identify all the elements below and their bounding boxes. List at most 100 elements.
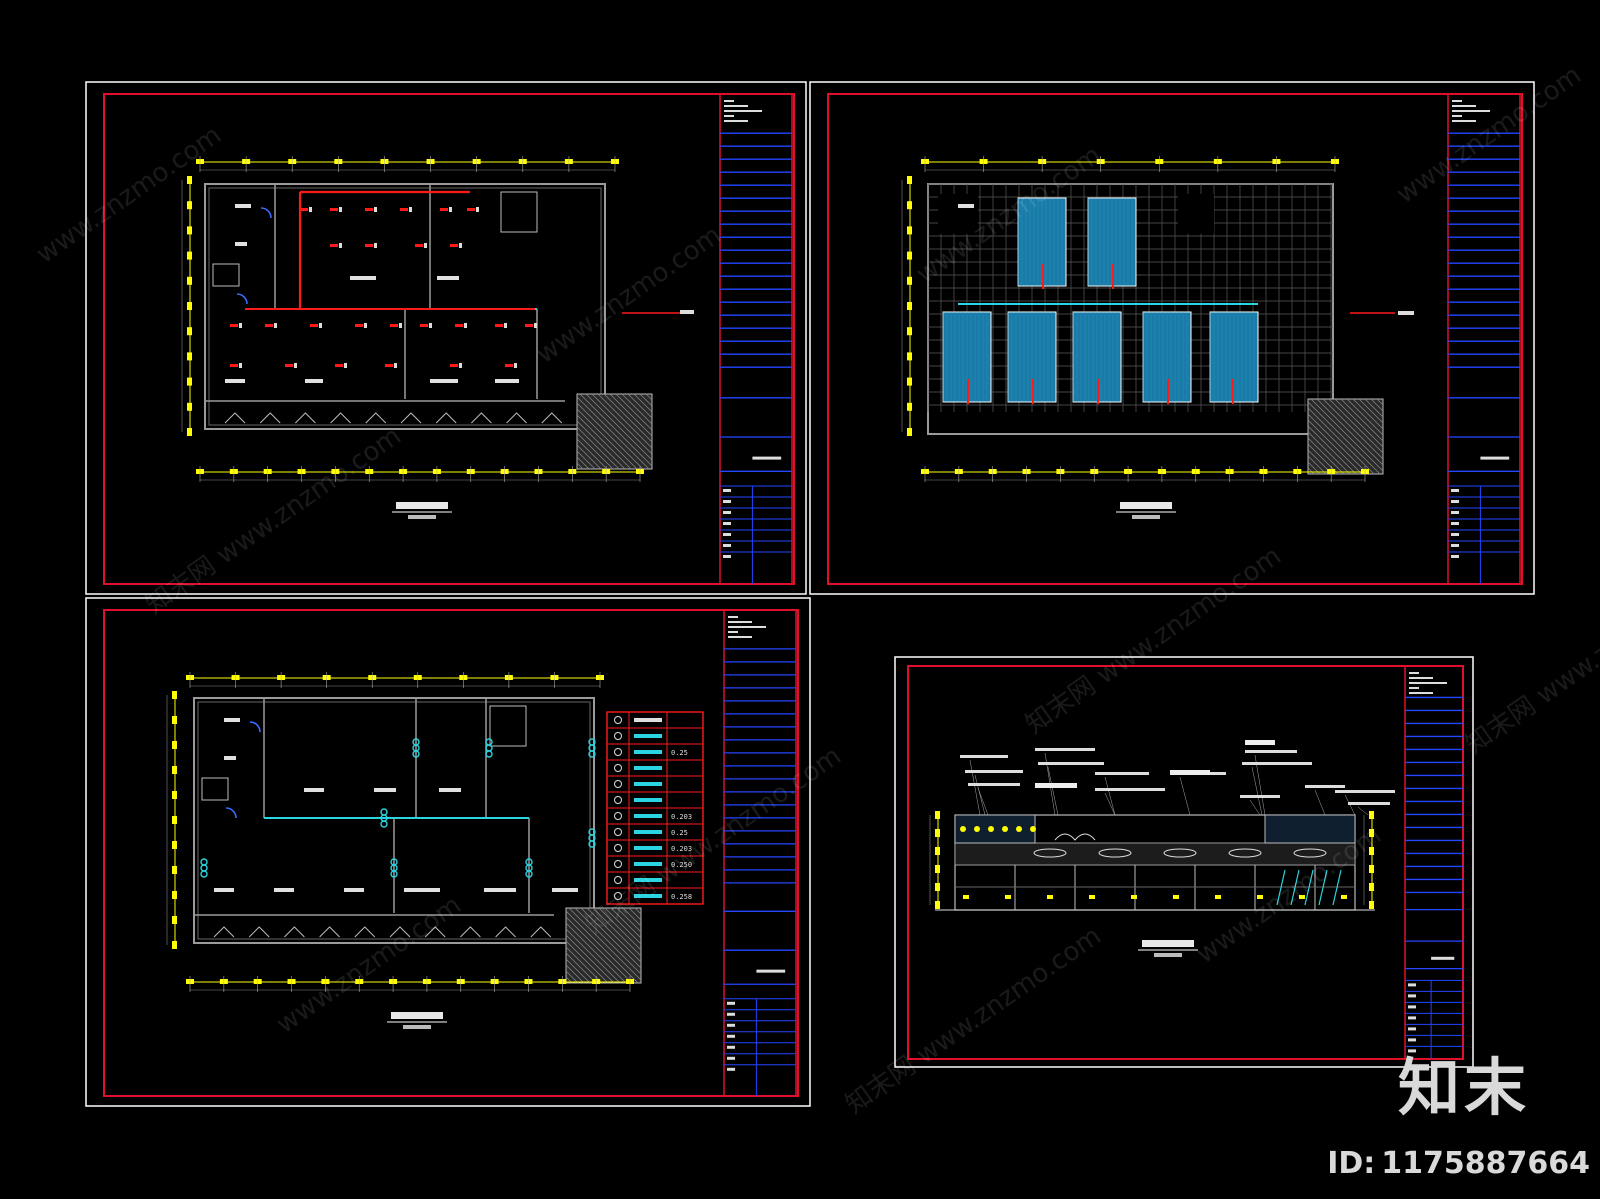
door-swing <box>225 807 237 819</box>
sheet-4-facade-elevation[interactable] <box>894 656 1474 1068</box>
hatch-line <box>627 393 653 419</box>
hatch-line <box>634 907 642 915</box>
arch-mark <box>506 412 527 424</box>
title-field-label <box>1451 500 1459 503</box>
outlet-symbol <box>365 208 373 211</box>
title-field-label <box>1451 522 1459 525</box>
title-block-border <box>723 609 797 1097</box>
arch-mark <box>213 926 235 938</box>
hatch-line <box>579 393 653 467</box>
dimension-tick <box>187 201 192 210</box>
inner-wall <box>208 187 602 426</box>
dimension-tick <box>907 402 912 411</box>
legend-name <box>634 878 662 882</box>
top-dimension <box>921 156 1339 172</box>
title-field-label <box>1408 1016 1416 1020</box>
outlet-tag <box>294 363 297 368</box>
dimension-tick <box>907 327 912 336</box>
left-dimension <box>166 691 177 949</box>
annotation-leader <box>1251 766 1263 816</box>
hatch-line <box>1307 425 1357 475</box>
hatch-line <box>576 444 602 470</box>
caption-title-mark <box>396 502 448 509</box>
hatch-line <box>604 907 642 945</box>
dimension-tick <box>935 829 940 837</box>
sheet-border <box>894 656 1474 1068</box>
hatch-line <box>1307 413 1369 475</box>
glass-door-line <box>1290 869 1300 906</box>
hatch-box <box>576 393 653 470</box>
title-field-label <box>727 1023 735 1027</box>
outlet-tag <box>344 363 347 368</box>
annotation-text <box>1335 790 1395 793</box>
outlet-tag <box>274 323 277 328</box>
drawing-frame <box>103 93 795 585</box>
annotation-leader <box>1104 776 1116 816</box>
hatch-line <box>586 907 642 963</box>
image-id-label: ID:1175887664 <box>1327 1146 1590 1181</box>
sheet-2-ceiling-plan[interactable] <box>809 81 1535 595</box>
hatch-line <box>1307 407 1375 475</box>
outlet-symbol <box>230 324 238 327</box>
dimension-tick <box>172 866 177 874</box>
title-field-label <box>1408 994 1416 998</box>
title-field-label <box>727 1012 735 1016</box>
room-label <box>224 718 240 722</box>
legend-symbol <box>614 732 622 740</box>
sheet-border <box>85 597 811 1107</box>
facade-panel-right <box>1264 814 1356 844</box>
title-field-label <box>1451 489 1459 492</box>
leader-label <box>1398 311 1414 315</box>
dimension-tick <box>1369 829 1374 837</box>
dimension-tick <box>1369 847 1374 855</box>
dimension-tick <box>907 226 912 235</box>
outlet-tag <box>319 323 322 328</box>
room-label <box>958 204 974 208</box>
bottom-dimension <box>196 466 644 482</box>
leader-label <box>680 310 694 314</box>
title-field-label <box>727 1034 735 1038</box>
outlet-symbol <box>450 364 458 367</box>
outlet-tag <box>459 363 462 368</box>
hatch-line <box>1376 398 1384 406</box>
title-field-label <box>1451 555 1459 558</box>
legend-symbol <box>614 844 622 852</box>
title-field-label <box>723 533 731 536</box>
left-dimension <box>929 811 940 909</box>
dimension-tick <box>187 302 192 310</box>
room-label <box>350 276 376 280</box>
title-text-mark <box>724 100 734 102</box>
annotation-text <box>1305 785 1345 788</box>
title-block <box>723 609 797 1097</box>
hatch-line <box>1352 398 1384 430</box>
annotation-leader <box>1249 799 1261 816</box>
outlet-tag <box>374 243 377 248</box>
dimension-tick <box>907 377 912 386</box>
hatch-line <box>609 393 653 437</box>
arch-mark <box>424 926 446 938</box>
outlet-tag <box>339 243 342 248</box>
top-dimension <box>186 672 604 688</box>
legend-symbol <box>614 812 622 820</box>
outlet-tag <box>459 243 462 248</box>
annotation-text <box>1095 772 1149 775</box>
dimension-tick <box>172 916 177 924</box>
sheet-1-outlet-plan[interactable] <box>85 81 807 595</box>
hatch-line <box>565 916 633 984</box>
room-label <box>224 756 236 760</box>
title-text-mark <box>724 120 748 122</box>
toilet-stall <box>201 777 229 801</box>
light-fixture <box>200 858 208 866</box>
hatch-line <box>585 393 653 461</box>
door-swing <box>260 207 272 219</box>
outlet-tag <box>409 207 412 212</box>
annotation-leader <box>977 787 989 816</box>
hatch-line <box>622 907 642 927</box>
title-text-mark <box>1409 692 1433 694</box>
caption-scale-mark <box>403 1025 431 1029</box>
room-label <box>439 788 461 792</box>
outlet-tag <box>309 207 312 212</box>
